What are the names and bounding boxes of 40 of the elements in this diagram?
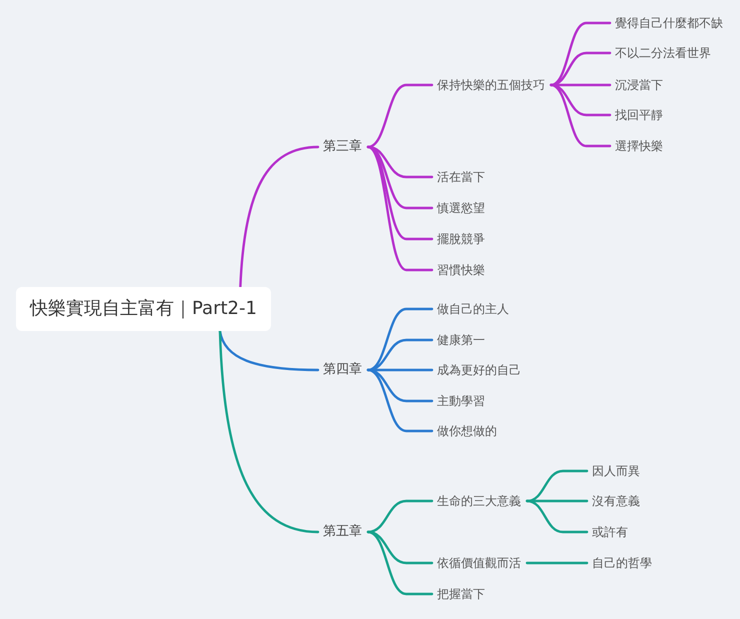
topic-label: 覺得自己什麼都不缺 xyxy=(615,15,723,31)
topic-label: 自己的哲學 xyxy=(592,555,652,571)
topic-label: 擺脫競爭 xyxy=(437,231,485,247)
chapter-topic: 第三章 xyxy=(323,139,362,155)
branch-line xyxy=(366,530,434,596)
topic-label: 找回平靜 xyxy=(615,107,663,123)
branch-line xyxy=(366,338,434,372)
topic-label: 成為更好的自己 xyxy=(437,362,521,378)
topic-label: 健康第一 xyxy=(437,332,485,348)
topic-label: 不以二分法看世界 xyxy=(615,45,711,61)
topic-label: 慎選慾望 xyxy=(437,200,485,216)
branch-line xyxy=(239,146,320,288)
topic-label: 做你想做的 xyxy=(437,423,497,439)
topic-label: 保持快樂的五個技巧 xyxy=(437,77,545,93)
topic-label: 沉浸當下 xyxy=(615,77,663,93)
topic-label: 依循價值觀而活 xyxy=(437,555,521,571)
branch-line xyxy=(526,500,588,534)
topic-label: 活在當下 xyxy=(437,169,485,185)
topic-label: 做自己的主人 xyxy=(437,301,509,317)
topic-label: 把握當下 xyxy=(437,586,485,602)
branch-line xyxy=(550,84,612,148)
topic-label: 習慣快樂 xyxy=(437,262,485,278)
branch-line xyxy=(366,146,434,272)
chapter-topic: 第四章 xyxy=(323,362,362,378)
branch-line xyxy=(526,470,588,502)
topic-label: 生命的三大意義 xyxy=(437,493,521,509)
topic-label: 主動學習 xyxy=(437,393,485,409)
topic-label: 因人而異 xyxy=(592,463,640,479)
topic-label: 選擇快樂 xyxy=(615,138,663,154)
topic-label: 或許有 xyxy=(592,524,628,540)
title-box: 快樂實現自主富有｜Part2-1 xyxy=(16,287,271,331)
topic-label: 沒有意義 xyxy=(592,493,640,509)
branch-line xyxy=(366,368,434,432)
chapter-topic: 第五章 xyxy=(323,524,362,540)
branch-line xyxy=(218,330,320,534)
branch-line xyxy=(550,52,612,86)
branch-line xyxy=(366,500,434,534)
branch-line xyxy=(526,562,588,564)
branch-line xyxy=(218,330,320,372)
branch-line xyxy=(366,84,434,148)
